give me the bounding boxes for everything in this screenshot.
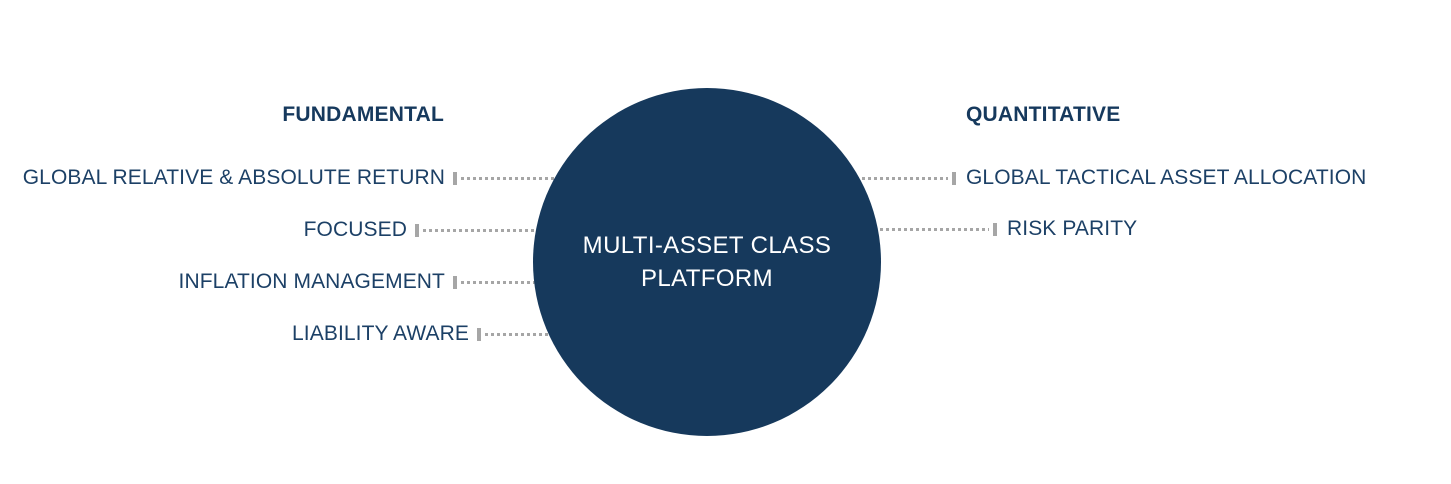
item-label-focused: FOCUSED (303, 218, 407, 241)
circle-title-line2: PLATFORM (640, 265, 774, 292)
dotted-leader-line (461, 280, 560, 284)
center-circle: MULTI-ASSET CLASS PLATFORM (533, 88, 881, 436)
dotted-leader-line (423, 228, 560, 232)
connector-line (850, 222, 997, 236)
dotted-leader-line (850, 227, 989, 231)
connector-line (453, 275, 560, 289)
dotted-leader-line (485, 332, 560, 336)
quantitative-heading: QUANTITATIVE (966, 103, 1121, 126)
connector-tick (453, 171, 457, 185)
connector-line (850, 171, 956, 185)
circle-title-line1: MULTI-ASSET CLASS (582, 232, 832, 259)
connector-tick (415, 223, 419, 237)
connector-line (415, 223, 560, 237)
fundamental-item-row: INFLATION MANAGEMENT (179, 268, 560, 296)
connector-tick (993, 222, 997, 236)
item-label-global-relative-absolute-return: GLOBAL RELATIVE & ABSOLUTE RETURN (22, 166, 445, 189)
quantitative-item-row: RISK PARITY (850, 215, 1137, 243)
fundamental-item-row: LIABILITY AWARE (292, 320, 560, 348)
connector-line (453, 171, 560, 185)
item-label-global-tactical-asset-allocation: GLOBAL TACTICAL ASSET ALLOCATION (966, 166, 1367, 189)
fundamental-item-row: FOCUSED (304, 216, 560, 244)
fundamental-item-row: GLOBAL RELATIVE & ABSOLUTE RETURN (23, 164, 560, 192)
connector-tick (453, 275, 457, 289)
dotted-leader-line (850, 176, 948, 180)
connector-line (477, 327, 560, 341)
item-label-liability-aware: LIABILITY AWARE (292, 322, 469, 345)
dotted-leader-line (461, 176, 560, 180)
connector-tick (952, 171, 956, 185)
item-label-risk-parity: RISK PARITY (1007, 217, 1138, 240)
fundamental-heading: FUNDAMENTAL (282, 103, 444, 126)
item-label-inflation-management: INFLATION MANAGEMENT (178, 270, 445, 293)
connector-tick (477, 327, 481, 341)
quantitative-item-row: GLOBAL TACTICAL ASSET ALLOCATION (850, 164, 1366, 192)
